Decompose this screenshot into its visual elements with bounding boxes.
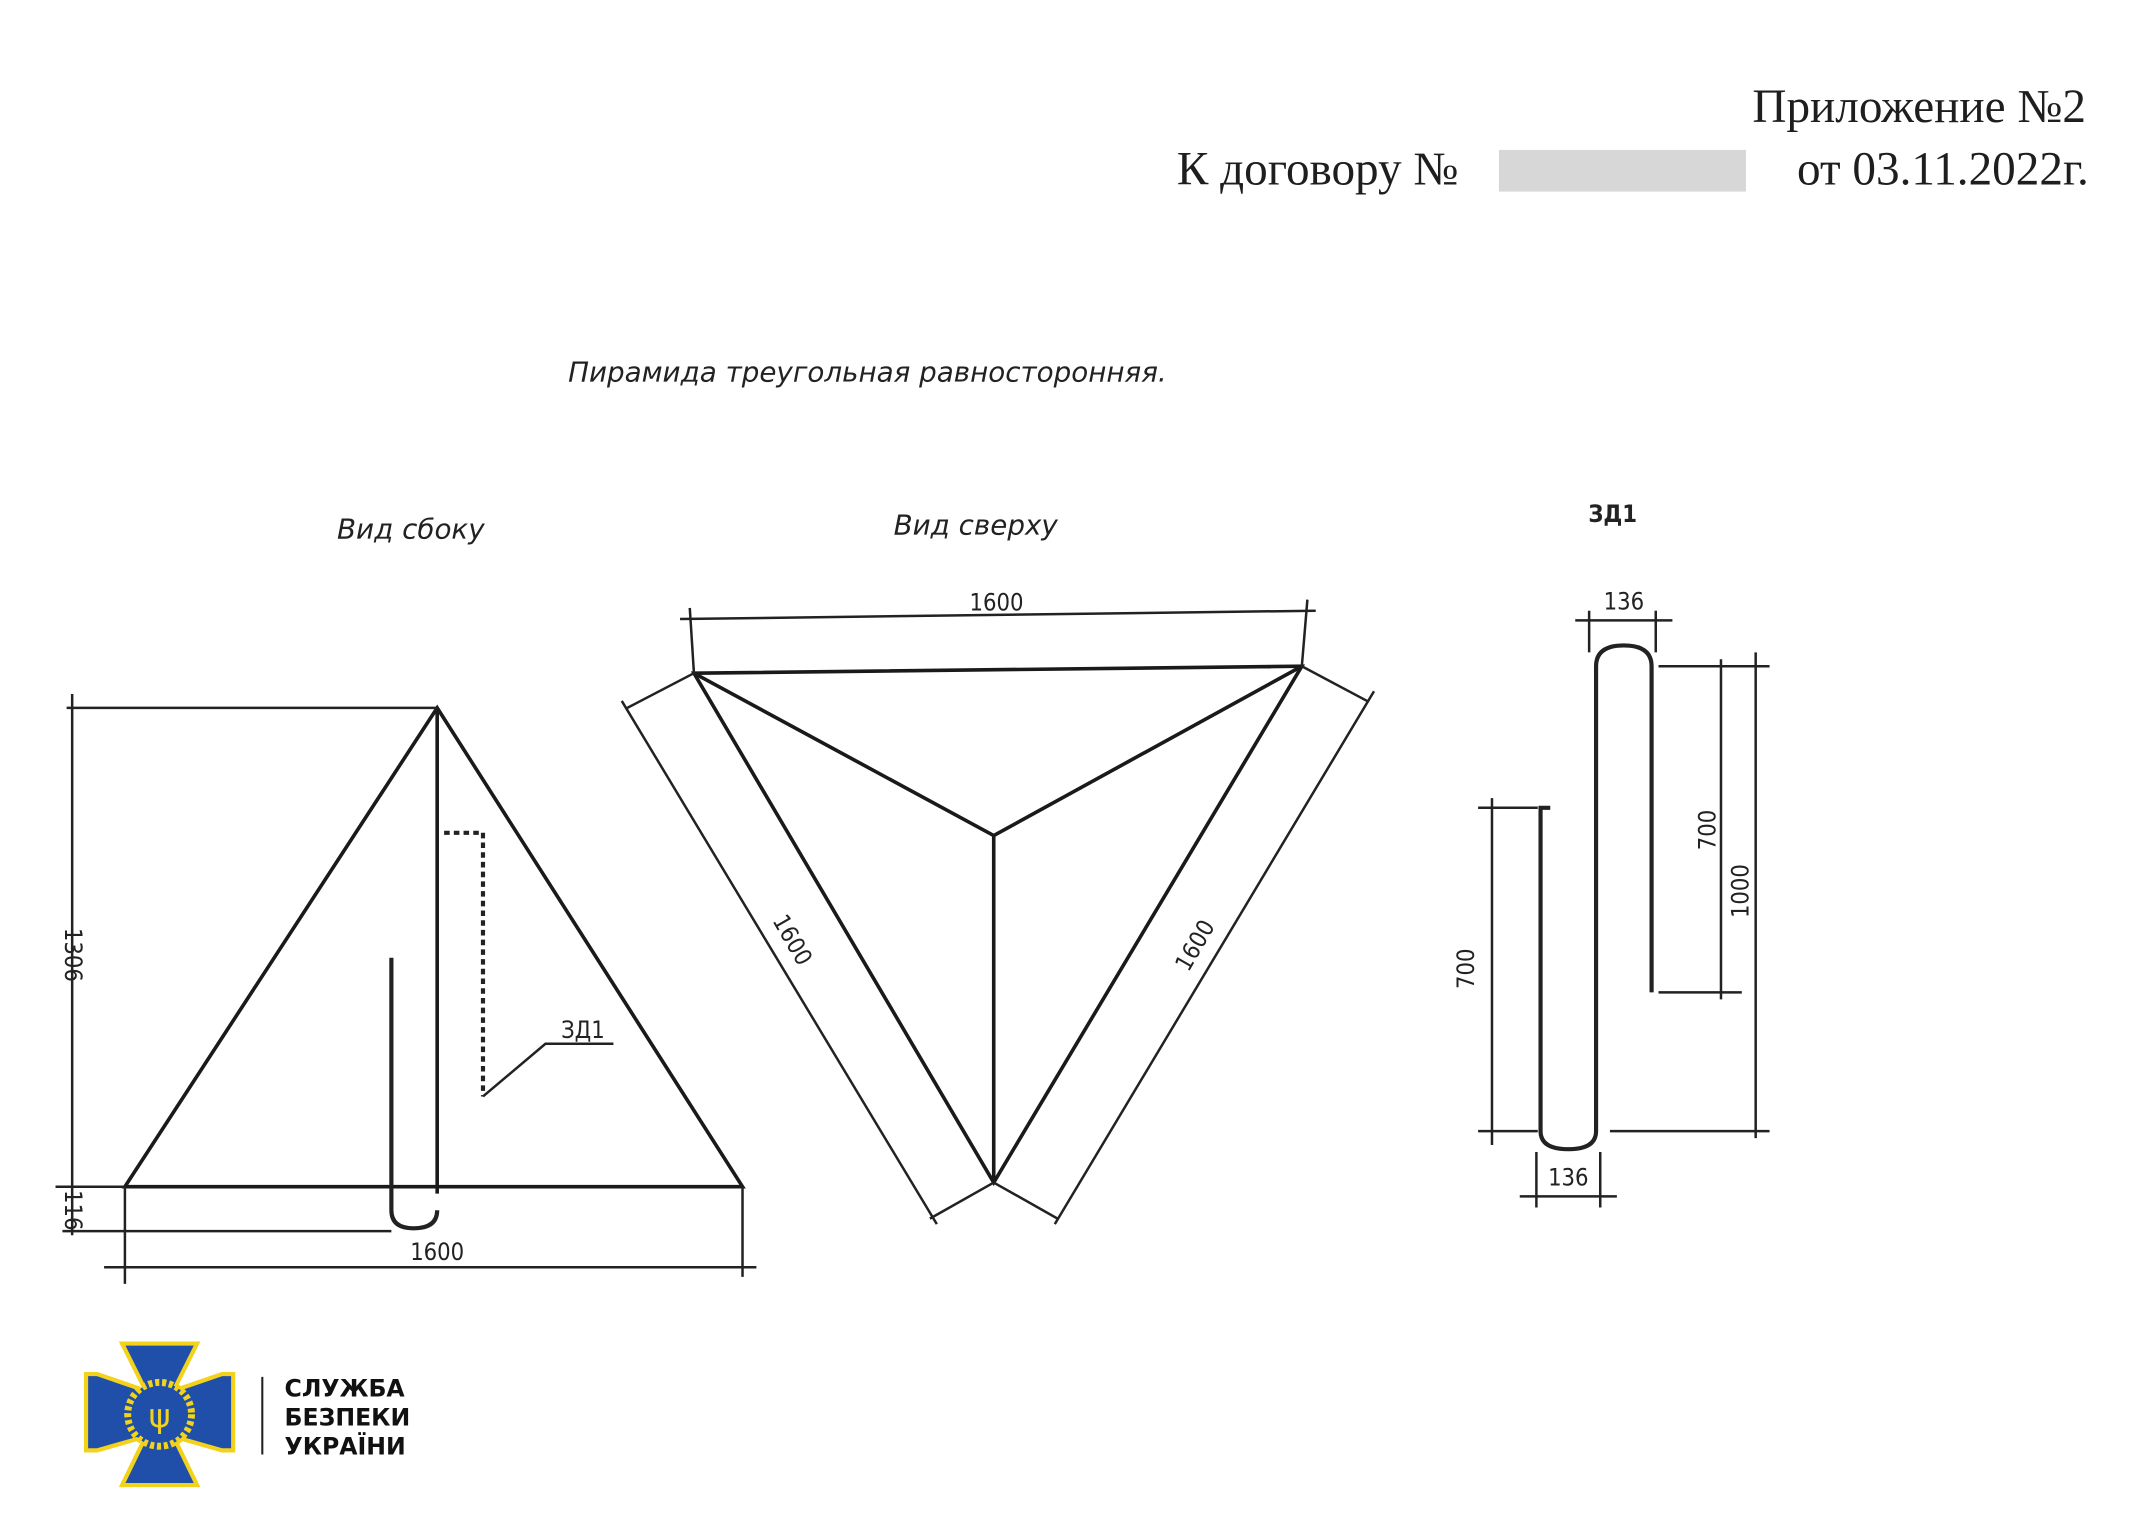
top-dim-left: 1600	[767, 909, 818, 970]
side-base-dim: 1600	[410, 1238, 464, 1266]
contract-prefix: К договору №	[1177, 144, 1459, 196]
contract-date: от 03.11.2022г.	[1797, 144, 2089, 196]
drawing-title: Пирамида треугольная равносторонняя.	[568, 356, 1167, 389]
side-height-dim: 1306	[59, 928, 87, 982]
appendix-heading: Приложение №2	[1752, 81, 2086, 133]
part-right-leg-dim: 700	[1693, 810, 1721, 850]
top-view-label: Вид сверху	[894, 508, 1059, 541]
side-view-drawing	[55, 693, 757, 1284]
side-part-callout: ЗД1	[561, 1016, 605, 1044]
part-left-leg-dim: 700	[1452, 949, 1480, 989]
logo-line-3: УКРАЇНИ	[285, 1433, 406, 1461]
logo-line-1: СЛУЖБА	[285, 1374, 406, 1402]
side-view-label: Вид сбоку	[337, 513, 485, 546]
sbu-emblem-icon: ψ	[83, 1341, 236, 1488]
top-dim-right: 1600	[1169, 915, 1220, 976]
part-drawing	[1478, 610, 1770, 1208]
side-offset-dim: 116	[59, 1190, 87, 1230]
part-label: ЗД1	[1588, 500, 1637, 528]
logo-line-2: БЕЗПЕКИ	[285, 1403, 411, 1431]
redacted-contract-number	[1498, 149, 1746, 192]
part-total-dim: 1000	[1727, 864, 1755, 918]
top-dim-top: 1600	[970, 589, 1024, 617]
part-top-width-dim: 136	[1604, 587, 1644, 615]
top-view-drawing	[620, 599, 1376, 1225]
part-bottom-width-dim: 136	[1548, 1163, 1588, 1191]
svg-text:ψ: ψ	[149, 1396, 171, 1435]
